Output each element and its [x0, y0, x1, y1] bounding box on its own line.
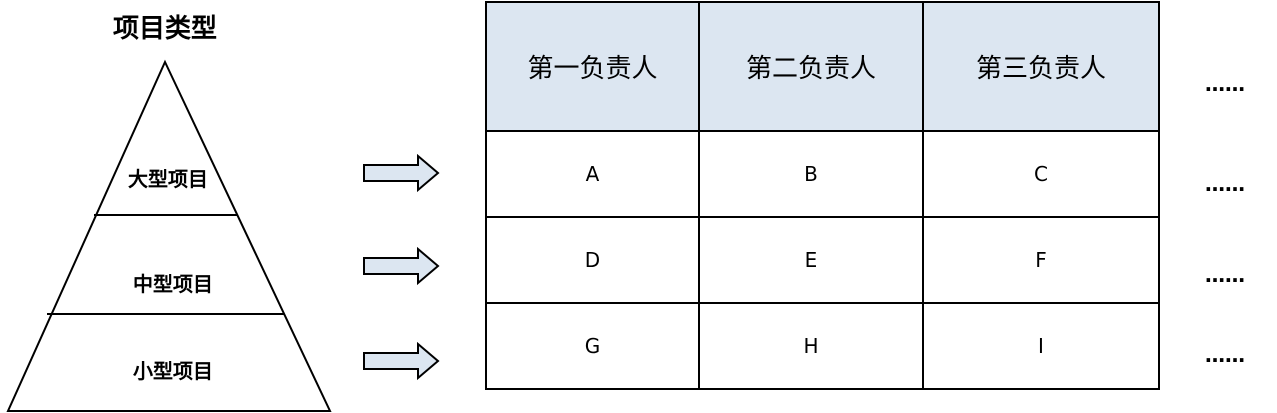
level-label-large: 大型项目 [128, 167, 208, 191]
table-cell: H [698, 302, 924, 390]
ellipsis-row-2: …… [1205, 263, 1245, 287]
level-label-small: 小型项目 [133, 359, 213, 383]
table-cell: F [922, 216, 1160, 304]
table-row: D E F [485, 216, 1160, 304]
pyramid-outline [6, 59, 332, 412]
table-header-row: 第一负责人 第二负责人 第三负责人 [485, 1, 1160, 132]
arrow-icon [363, 247, 440, 286]
ellipsis-row-1: …… [1205, 172, 1245, 196]
table-cell: I [922, 302, 1160, 390]
table-cell: G [485, 302, 700, 390]
header-first-owner: 第一负责人 [485, 1, 700, 132]
table-row: G H I [485, 302, 1160, 390]
arrow-icon [363, 154, 440, 193]
table-row: A B C [485, 130, 1160, 218]
diagram-title: 项目类型 [112, 14, 217, 44]
header-second-owner: 第二负责人 [698, 1, 924, 132]
level-label-medium: 中型项目 [133, 272, 213, 296]
ellipsis-row-3: …… [1205, 343, 1245, 367]
table-cell: B [698, 130, 924, 218]
assignment-table: 第一负责人 第二负责人 第三负责人 A B C D E F G H I [485, 1, 1160, 390]
table-cell: E [698, 216, 924, 304]
header-third-owner: 第三负责人 [922, 1, 1160, 132]
table-cell: A [485, 130, 700, 218]
ellipsis-header: …… [1205, 72, 1245, 96]
pyramid [6, 59, 332, 412]
table-cell: D [485, 216, 700, 304]
table-cell: C [922, 130, 1160, 218]
arrow-icon [363, 342, 440, 381]
